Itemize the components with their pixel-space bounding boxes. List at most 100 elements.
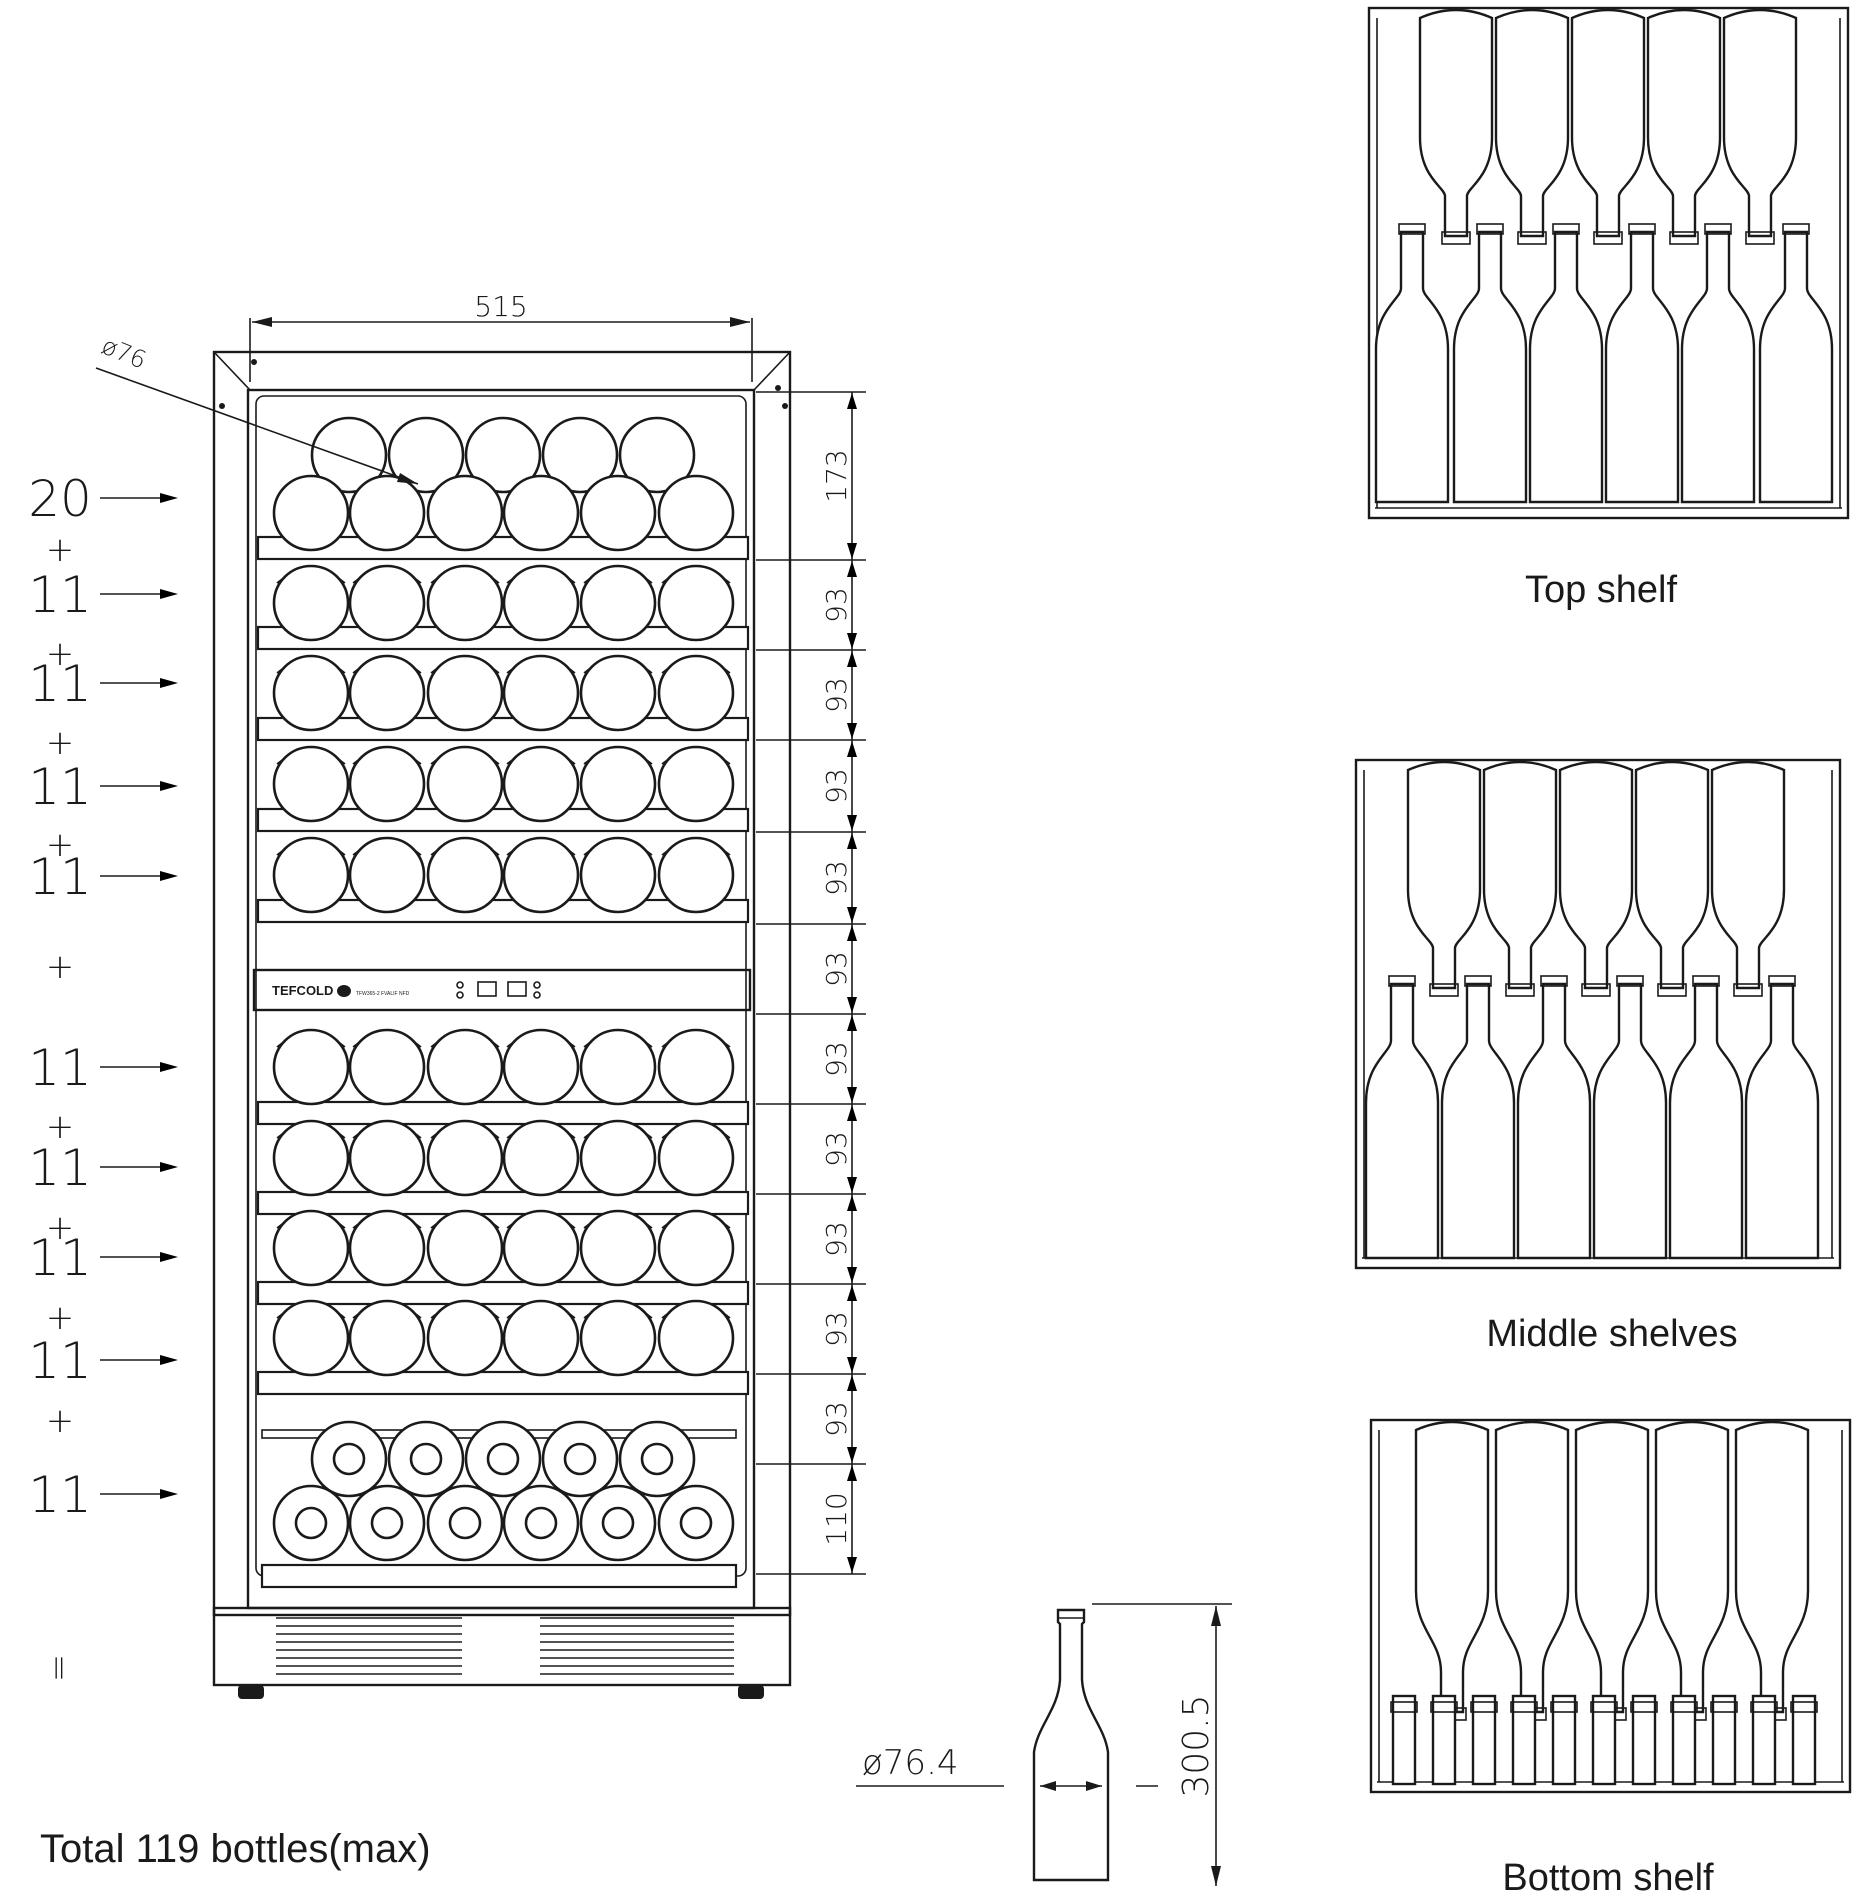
dimension-arrowhead — [847, 633, 857, 649]
bottle-end — [310, 416, 388, 494]
bottle-end — [579, 1119, 657, 1197]
bottle-end — [348, 654, 426, 732]
bottle-lip — [1429, 983, 1459, 997]
bottle-upright — [1604, 230, 1680, 504]
bottle-silhouette — [1032, 1608, 1110, 1882]
bottle-lip — [1540, 975, 1568, 987]
dimension-arrowhead — [847, 1357, 857, 1373]
diameter-leader — [95, 367, 419, 485]
bottle-inverted — [1710, 760, 1786, 990]
count-value: 11 — [28, 1229, 92, 1287]
bottle-lip — [1590, 1701, 1618, 1713]
bottle-end — [387, 416, 465, 494]
plus-sign: + — [46, 947, 75, 987]
bottle-neck — [1631, 1694, 1657, 1786]
bottle-lip — [1552, 223, 1580, 235]
dimension-arrowhead — [847, 561, 857, 577]
plus-sign: + — [46, 1208, 75, 1248]
bottle-end — [657, 1299, 735, 1377]
width-dimension — [249, 317, 753, 382]
plus-sign: + — [46, 530, 75, 570]
shelf-height-label: 93 — [820, 1221, 853, 1257]
count-value: 20 — [28, 470, 92, 528]
bottle-upright — [1758, 230, 1834, 504]
bottle-lip — [1669, 231, 1699, 245]
count-value: 11 — [28, 848, 92, 906]
bottle-inverted — [1558, 760, 1634, 990]
bottle-lip — [1628, 223, 1656, 235]
bottle-lip — [1692, 975, 1720, 987]
bottle-lip — [1745, 231, 1775, 245]
bottle-end — [579, 1028, 657, 1106]
bottle-end — [348, 836, 426, 914]
bottle-end — [657, 836, 735, 914]
bottle-end-hole — [448, 1506, 482, 1540]
dimension-arrowhead — [847, 925, 857, 941]
spec-height-label: 300.5 — [1176, 1694, 1217, 1797]
bottom-shelf-view — [1369, 1418, 1852, 1794]
bottle-inverted — [1570, 8, 1646, 238]
bottle-neck — [1511, 1694, 1537, 1786]
width-label: 515 — [474, 290, 527, 323]
bottle-end — [657, 1028, 735, 1106]
bottle-end — [657, 474, 735, 552]
bottle-inverted — [1574, 1420, 1650, 1714]
bottle-lip — [1441, 231, 1471, 245]
count-value: 11 — [28, 1332, 92, 1390]
bottle-end — [272, 474, 350, 552]
count-value: 11 — [28, 655, 92, 713]
shelf-rail — [256, 1100, 750, 1126]
bottle-lip — [1398, 223, 1426, 235]
bottle-neck — [1671, 1694, 1697, 1786]
bottle-end — [272, 1119, 350, 1197]
bottle-end — [272, 1209, 350, 1287]
dimension-arrowhead — [847, 1447, 857, 1463]
cabinet-outer — [212, 350, 792, 1617]
bottle-inverted — [1482, 760, 1558, 990]
bottle-upright — [1668, 982, 1744, 1260]
bottle-end — [348, 1028, 426, 1106]
count-value: 11 — [28, 758, 92, 816]
dimension-arrowhead — [847, 907, 857, 923]
bottle-end — [348, 745, 426, 823]
foot-right — [738, 1685, 764, 1699]
plus-sign: + — [46, 723, 75, 763]
bottle-end — [348, 1209, 426, 1287]
bottle-neck — [1791, 1694, 1817, 1786]
dimension-arrowhead — [847, 1465, 857, 1481]
shelf-height-label: 93 — [820, 1041, 853, 1077]
bottle-end-hole — [332, 1442, 366, 1476]
dimension-arrowhead — [847, 1105, 857, 1121]
bottle-end — [502, 654, 580, 732]
bottle-inverted — [1654, 1420, 1730, 1714]
bottle-lip — [1550, 1701, 1578, 1713]
bottom-shelf-label: Bottom shelf — [1502, 1857, 1714, 1891]
count-value: 11 — [28, 1139, 92, 1197]
dimension-arrowhead — [847, 1267, 857, 1283]
bottle-end — [502, 745, 580, 823]
shelf-rail — [256, 1280, 750, 1306]
shelf-height-label: 93 — [820, 1401, 853, 1437]
shelf-frame — [1369, 1418, 1852, 1794]
bottle-upright — [1744, 982, 1820, 1260]
bottle-lip — [1464, 975, 1492, 987]
bottle-inverted — [1406, 760, 1482, 990]
bottle-end — [426, 836, 504, 914]
bottle-lip — [1470, 1701, 1498, 1713]
bottle-lip — [1593, 231, 1623, 245]
shelves — [256, 535, 750, 1589]
dimension-arrowhead — [847, 1015, 857, 1031]
plus-sign: + — [46, 1107, 75, 1147]
bottle-end — [502, 1209, 580, 1287]
bottle-end-hole — [524, 1506, 558, 1540]
dimension-arrowhead — [847, 741, 857, 757]
bottle-ends — [272, 416, 735, 1562]
bottle-lip — [1710, 1701, 1738, 1713]
bottle-end — [426, 745, 504, 823]
bottle-upright — [1528, 230, 1604, 504]
count-arrowhead — [160, 1252, 178, 1262]
bottle-end — [657, 1119, 735, 1197]
shelf-height-label: 93 — [820, 1131, 853, 1167]
middle-shelves-view — [1354, 758, 1842, 1270]
